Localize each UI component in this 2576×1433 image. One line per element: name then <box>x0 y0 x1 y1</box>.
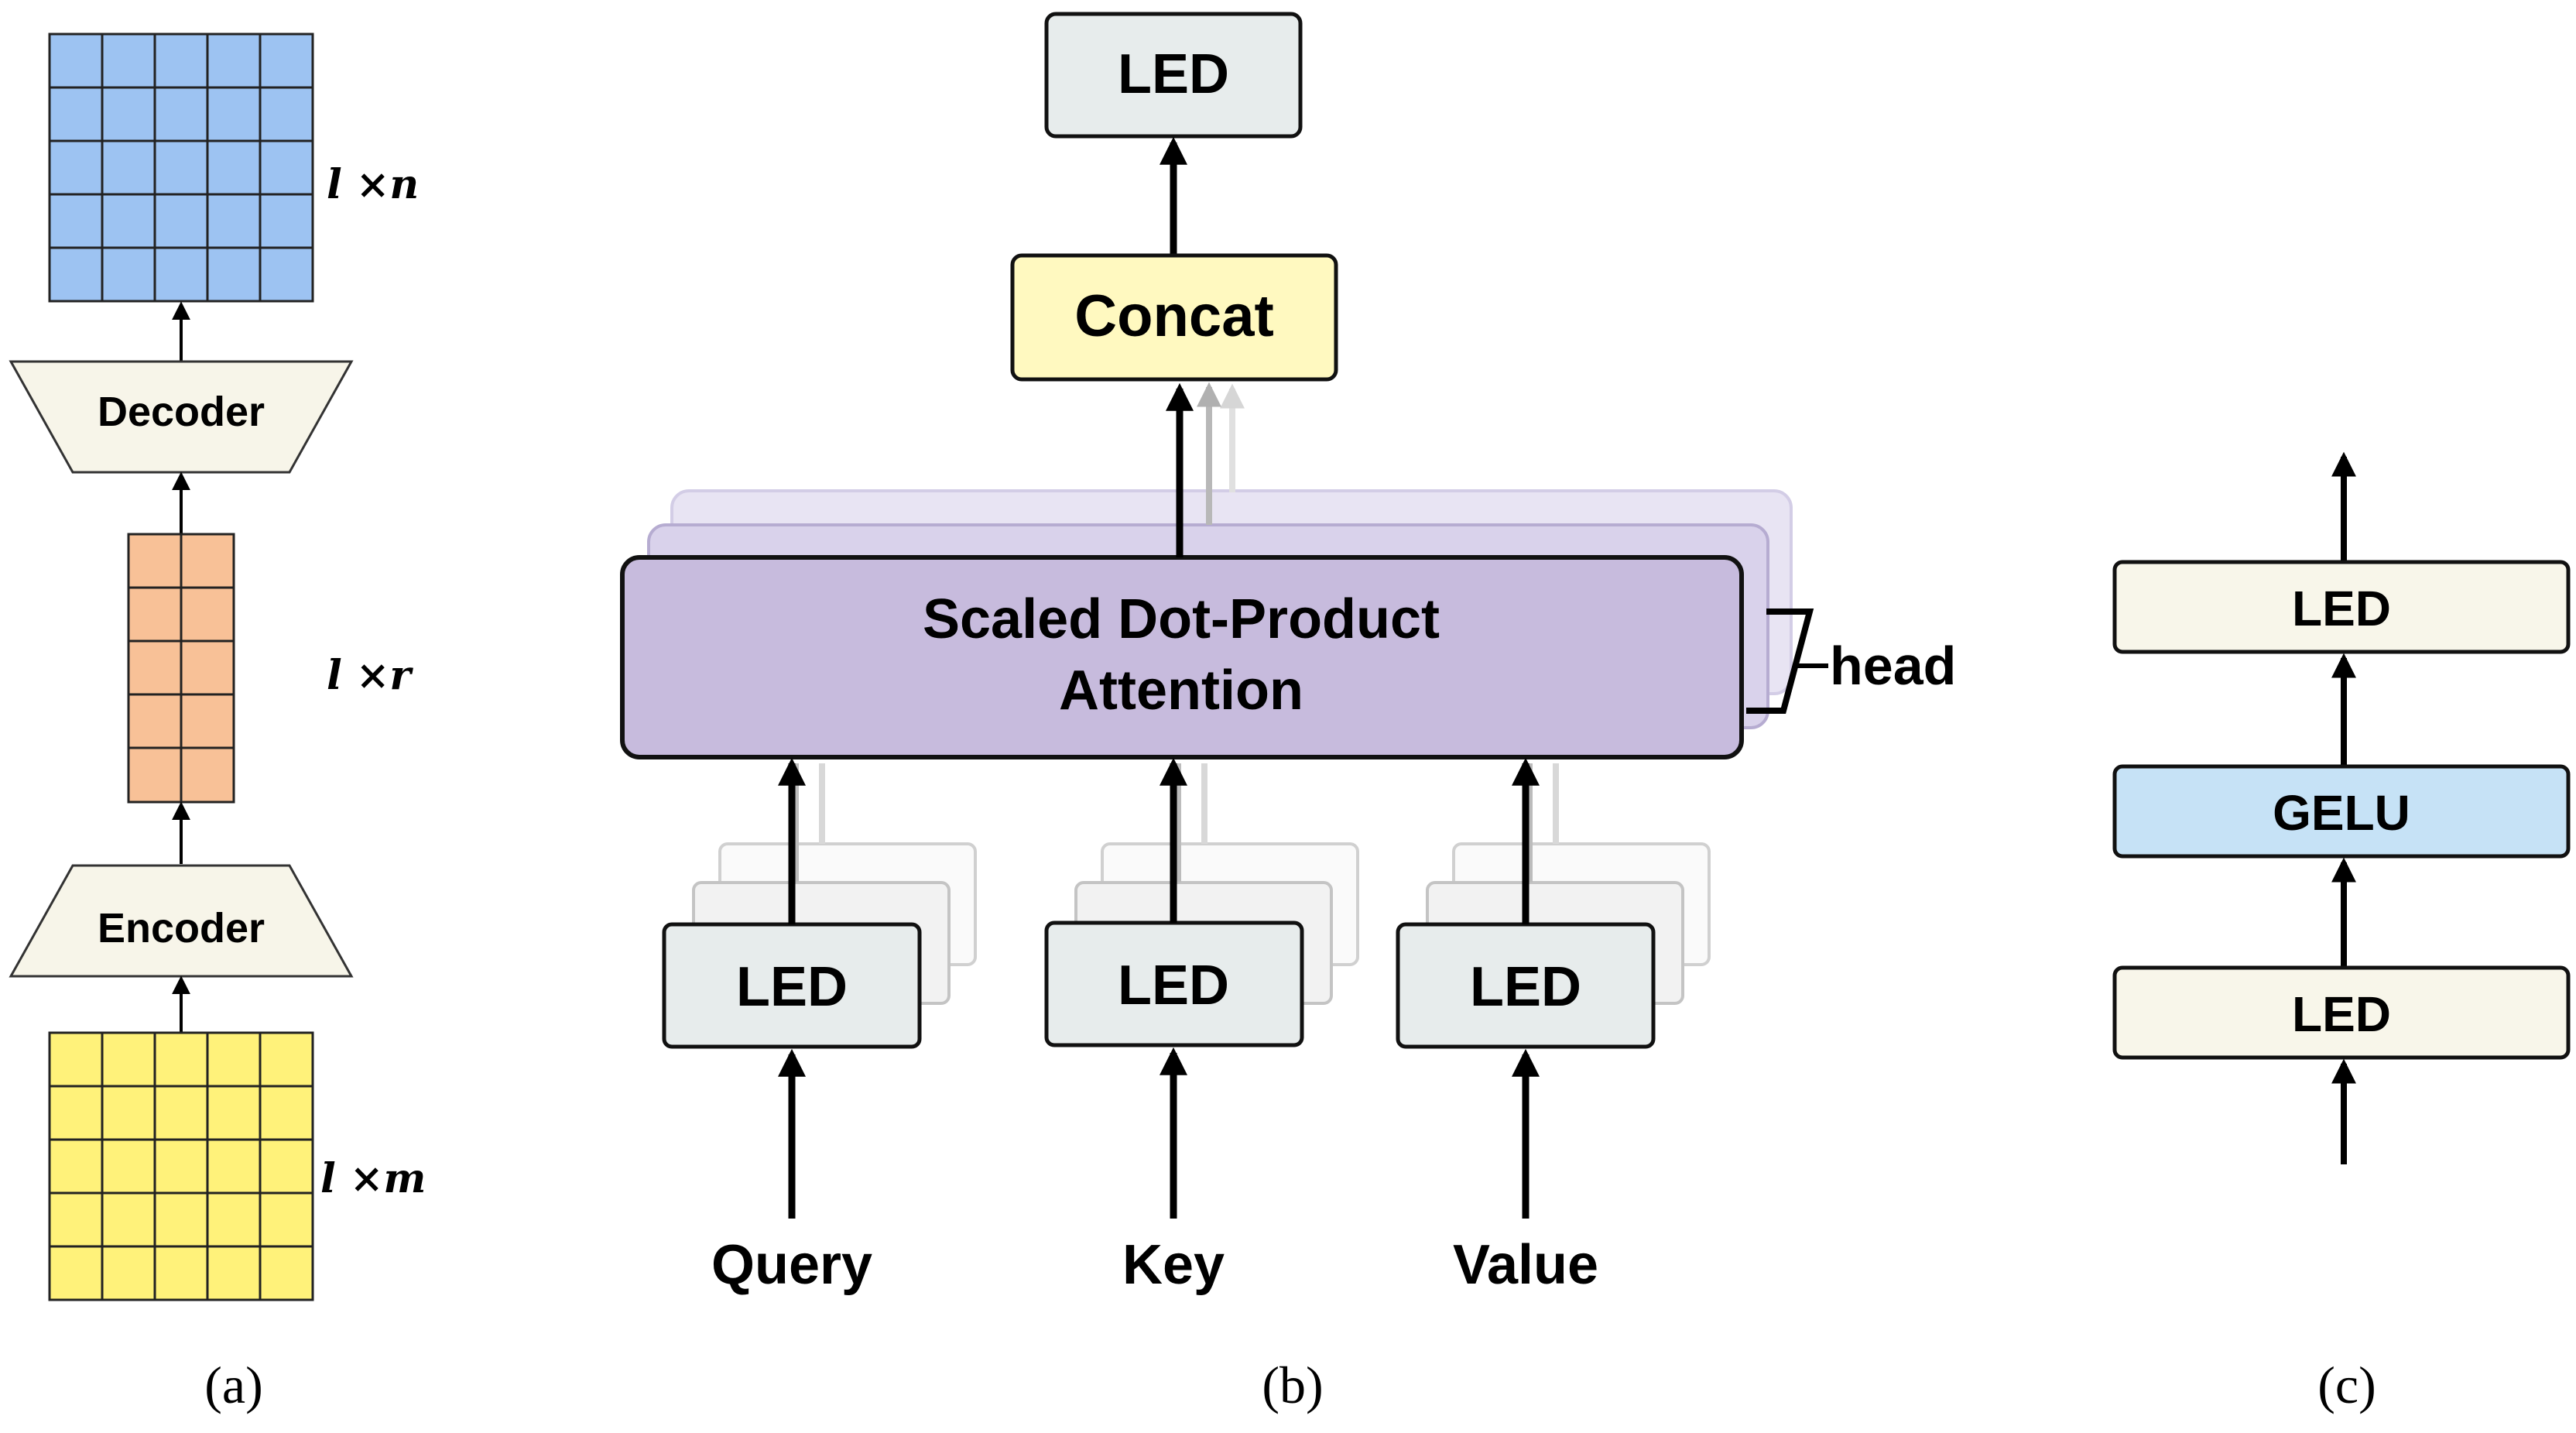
query-led-label: LED <box>736 956 848 1018</box>
value-label: Value <box>1453 1234 1598 1296</box>
value-column: LED Value <box>1396 757 1711 1296</box>
gelu-box <box>2112 764 2571 859</box>
head-label: head <box>1830 636 1956 696</box>
head-bracket <box>1746 609 1814 714</box>
ffn-top-led-label: LED <box>2292 581 2391 636</box>
panel-b: LED Concat Scaled Dot-Product Attention … <box>620 12 1956 1414</box>
panel-c: LED GELU LED (c) <box>2112 451 2571 1414</box>
decoder-label: Decoder <box>98 389 265 435</box>
key-column: LED Key <box>1044 757 1359 1296</box>
output-matrix <box>48 33 314 303</box>
ffn-top-led-box <box>2112 560 2571 654</box>
latent-matrix <box>127 533 235 804</box>
concat-box <box>1010 253 1338 382</box>
key-label: Key <box>1122 1234 1225 1296</box>
value-led-label: LED <box>1470 956 1581 1018</box>
encoder-label: Encoder <box>98 905 265 951</box>
input-matrix-dim: l ×m <box>320 1155 426 1202</box>
decoder-block <box>9 360 354 474</box>
panel-a: l ×n Decoder l ×r Encoder l ×m (a) <box>9 33 426 1414</box>
query-column: LED Query <box>662 757 977 1296</box>
input-matrix <box>48 1031 314 1301</box>
attention-label-line1: Scaled Dot-Product <box>923 588 1440 650</box>
ffn-bottom-led-label: LED <box>2292 986 2391 1042</box>
attention-box <box>620 555 1744 759</box>
ffn-bottom-led-box <box>2112 965 2571 1060</box>
output-matrix-dim: l ×n <box>327 161 419 208</box>
attention-label-line2: Attention <box>1059 660 1303 722</box>
panel-c-caption: (c) <box>2317 1356 2376 1414</box>
query-label: Query <box>711 1234 872 1296</box>
gelu-label: GELU <box>2273 785 2410 841</box>
output-led-label: LED <box>1118 43 1229 105</box>
encoder-block <box>9 864 354 978</box>
output-led-box <box>1044 12 1303 139</box>
latent-matrix-dim: l ×r <box>327 652 413 699</box>
concat-label: Concat <box>1074 283 1274 349</box>
panel-b-caption: (b) <box>1262 1356 1323 1414</box>
panel-a-caption: (a) <box>204 1356 262 1414</box>
key-led-label: LED <box>1118 955 1229 1016</box>
